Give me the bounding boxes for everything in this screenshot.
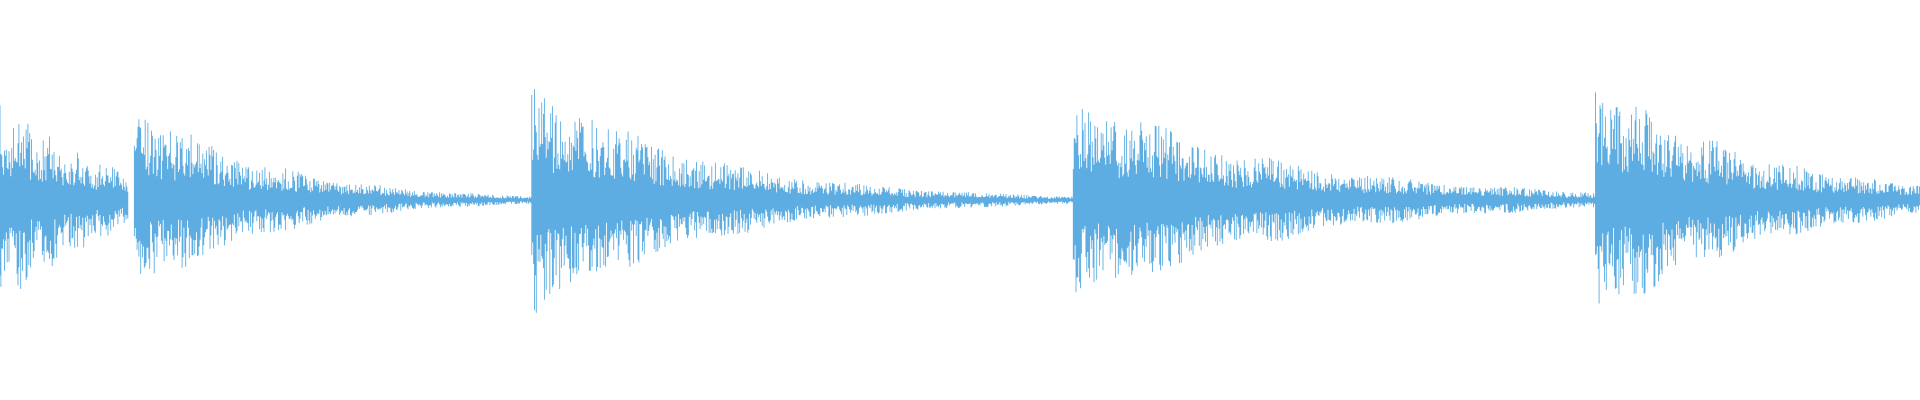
waveform-trace [0, 89, 1920, 313]
